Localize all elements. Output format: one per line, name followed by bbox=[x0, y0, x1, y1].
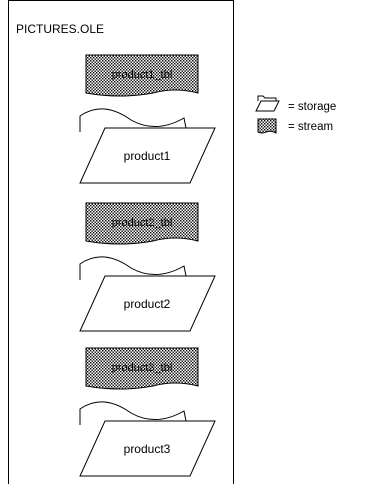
stream-box bbox=[85, 202, 199, 245]
storage-folder bbox=[79, 127, 216, 184]
legend-stream-label: = stream bbox=[288, 121, 333, 133]
storage-tab bbox=[79, 401, 187, 425]
storage-folder bbox=[79, 275, 216, 332]
entry-group: product2_tbl product2 bbox=[79, 202, 216, 332]
stream-box bbox=[85, 54, 199, 97]
stream-label: product2_tbl bbox=[112, 217, 173, 229]
storage-tab bbox=[79, 256, 187, 280]
stream-box bbox=[85, 347, 199, 390]
legend: = storage = stream bbox=[255, 95, 336, 134]
legend-storage-label: = storage bbox=[288, 101, 336, 113]
file-title: PICTURES.OLE bbox=[16, 22, 104, 36]
storage-folder bbox=[79, 420, 216, 477]
entry-group: product3_tbl product3 bbox=[79, 347, 216, 477]
folder-icon bbox=[255, 95, 280, 112]
storage-label: product2 bbox=[124, 297, 171, 311]
stream-label: product1_tbl bbox=[112, 69, 173, 81]
storage-label: product3 bbox=[124, 442, 171, 456]
stream-label: product3_tbl bbox=[112, 362, 173, 374]
entry-group: product1_tbl product1 bbox=[79, 54, 216, 184]
stream-icon bbox=[257, 118, 277, 134]
storage-label: product1 bbox=[124, 149, 171, 163]
storage-tab bbox=[79, 108, 187, 132]
